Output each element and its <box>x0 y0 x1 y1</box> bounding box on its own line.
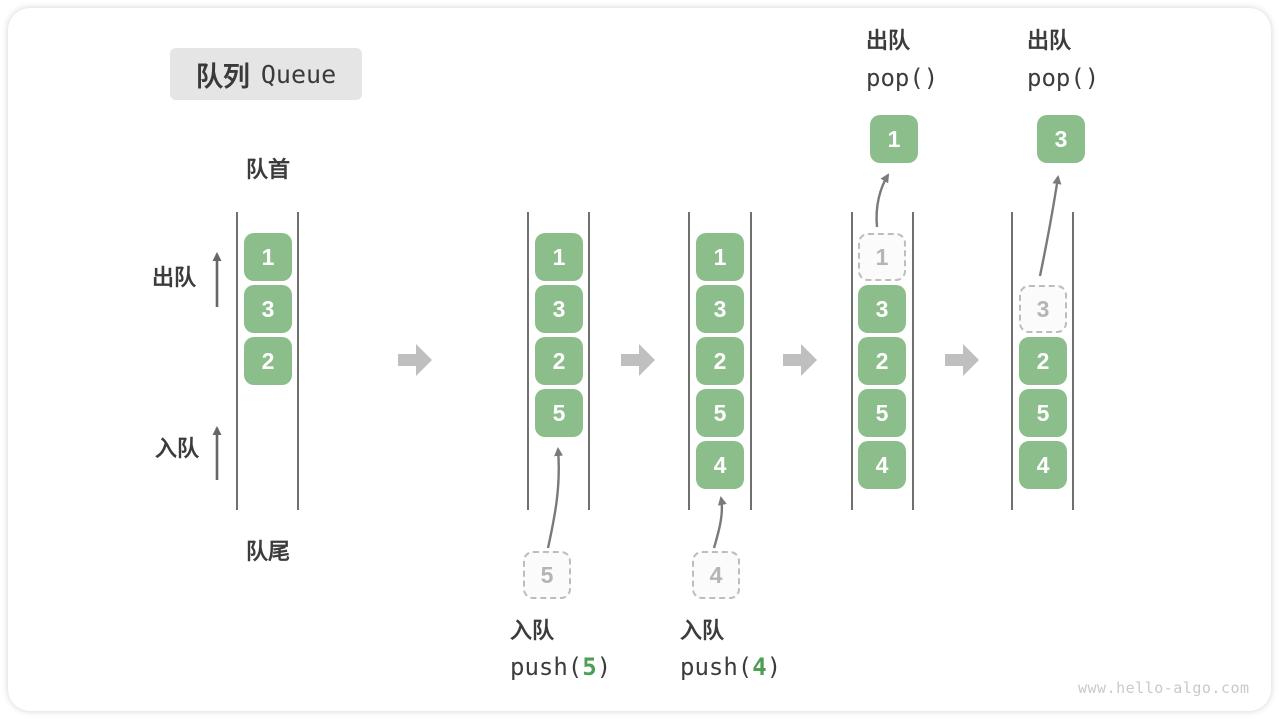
queue-item: 3 <box>535 285 583 333</box>
queue-item: 5 <box>1019 389 1067 437</box>
label-queue-front: 队首 <box>245 157 290 182</box>
push-code-pre: push( <box>510 653 583 681</box>
queue-item: 3 <box>244 285 292 333</box>
queue-item: 4 <box>1019 441 1067 489</box>
push-operation-label-2: 入队 push(4) <box>680 618 781 680</box>
incoming-item-ghost: 5 <box>523 551 571 599</box>
pop-code: pop() <box>1027 64 1100 92</box>
popped-item: 3 <box>1037 115 1085 163</box>
push-code-pre: push( <box>680 653 753 681</box>
queue-walls <box>236 212 1074 510</box>
title-en: Queue <box>260 59 337 89</box>
queue-item: 5 <box>535 389 583 437</box>
push-label-zh: 入队 <box>510 618 555 643</box>
queue-item: 3 <box>696 285 744 333</box>
pop-operation-label-2: 出队 pop() <box>1027 28 1100 92</box>
state-arrow-2-icon <box>621 344 655 376</box>
queue-item: 1 <box>535 233 583 281</box>
queue-item: 2 <box>696 337 744 385</box>
state-arrow-3-icon <box>783 344 817 376</box>
push-arg: 5 <box>582 653 597 681</box>
label-enqueue-side: 入队 <box>155 436 200 461</box>
queue-item: 5 <box>696 389 744 437</box>
queue-item: 2 <box>1019 337 1067 385</box>
queue-item: 1 <box>244 233 292 281</box>
queue-item: 4 <box>696 441 744 489</box>
queue-item: 3 <box>858 285 906 333</box>
push-4-arrow-icon <box>712 496 727 549</box>
removed-item-ghost: 3 <box>1019 285 1067 333</box>
queue-item: 2 <box>858 337 906 385</box>
state-arrow-4-icon <box>945 344 979 376</box>
push-code: push(5) <box>510 655 611 679</box>
pop-code: pop() <box>866 64 939 92</box>
watermark: www.hello-algo.com <box>1078 679 1250 697</box>
state-arrow-1-icon <box>398 344 432 376</box>
label-dequeue-side: 出队 <box>152 265 197 290</box>
pop-label-zh: 出队 <box>866 28 911 53</box>
label-queue-rear: 队尾 <box>245 539 290 564</box>
push-operation-label-1: 入队 push(5) <box>510 618 611 680</box>
queue-item: 2 <box>535 337 583 385</box>
pop-1-arrow-icon <box>875 173 890 228</box>
queue-item: 4 <box>858 441 906 489</box>
popped-item: 1 <box>870 115 918 163</box>
push-code-post: ) <box>766 653 782 681</box>
push-code: push(4) <box>680 655 781 679</box>
pop-label-zh: 出队 <box>1027 28 1072 53</box>
title-zh: 队列 <box>195 61 250 92</box>
queue-item: 1 <box>696 233 744 281</box>
push-5-arrow-icon <box>546 447 564 549</box>
push-label-zh: 入队 <box>680 618 725 643</box>
removed-item-ghost: 1 <box>858 233 906 281</box>
queue-item: 2 <box>244 337 292 385</box>
push-code-post: ) <box>596 653 612 681</box>
queue-item: 5 <box>858 389 906 437</box>
push-arg: 4 <box>752 653 767 681</box>
pop-3-arrow-icon <box>1038 175 1062 277</box>
state-transition-arrows <box>398 344 979 376</box>
incoming-item-ghost: 4 <box>692 551 740 599</box>
pop-operation-label-1: 出队 pop() <box>866 28 939 92</box>
title-box: 队列 Queue <box>170 48 362 100</box>
